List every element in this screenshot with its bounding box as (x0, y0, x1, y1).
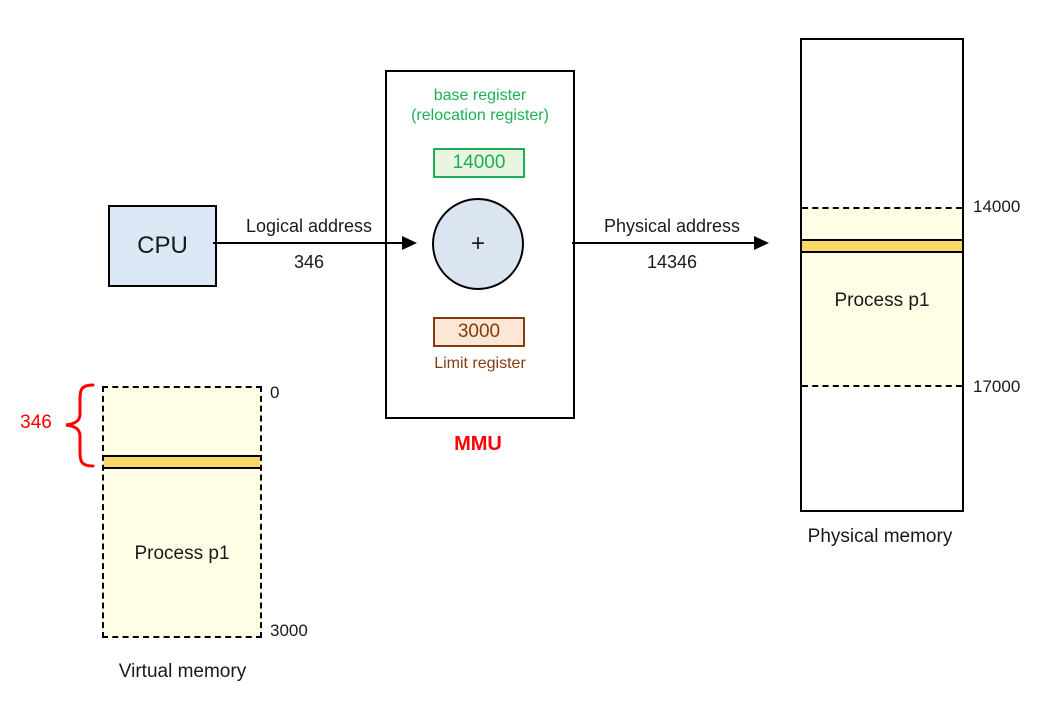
virtual-start-address-label: 0 (270, 383, 280, 402)
limit-register-box: 3000 (433, 317, 525, 347)
physical-base-address-label: 14000 (973, 197, 1021, 216)
virtual-offset-value: 346 (20, 412, 52, 433)
limit-register-value: 3000 (457, 321, 501, 342)
physical-process-label: Process p1 (834, 290, 930, 311)
cpu-label: CPU (137, 232, 188, 259)
logical-address-value: 346 (293, 252, 325, 272)
base-register-sublabel: (relocation register) (411, 107, 549, 124)
limit-register-label: Limit register (434, 355, 526, 372)
adder-circle: + (432, 198, 524, 290)
physical-limit-address-label: 17000 (973, 377, 1021, 396)
offset-brace-icon (65, 383, 95, 468)
virtual-memory-box: Process p1 (102, 386, 262, 638)
physical-address-arrowhead-icon (754, 236, 769, 250)
virtual-end-address-label: 3000 (270, 621, 308, 640)
physical-address-label: Physical address (603, 216, 741, 236)
plus-icon: + (470, 230, 485, 257)
mmu-box: base register (relocation register) 1400… (385, 70, 575, 419)
virtual-memory-title: Virtual memory (118, 661, 247, 682)
base-register-value: 14000 (452, 152, 506, 173)
physical-address-value: 14346 (646, 252, 698, 272)
base-register-box: 14000 (433, 148, 525, 178)
physical-memory-title: Physical memory (807, 526, 953, 547)
virtual-process-label: Process p1 (134, 543, 230, 564)
cpu-box: CPU (108, 205, 217, 287)
physical-address-cell-bar (802, 239, 962, 253)
process-p1-physical-region (802, 207, 962, 387)
virtual-address-cell-bar (104, 455, 260, 469)
logical-address-label: Logical address (245, 216, 373, 236)
physical-memory-box: Process p1 (800, 38, 964, 512)
mmu-title: MMU (454, 433, 502, 455)
base-register-label: base register (433, 87, 527, 104)
